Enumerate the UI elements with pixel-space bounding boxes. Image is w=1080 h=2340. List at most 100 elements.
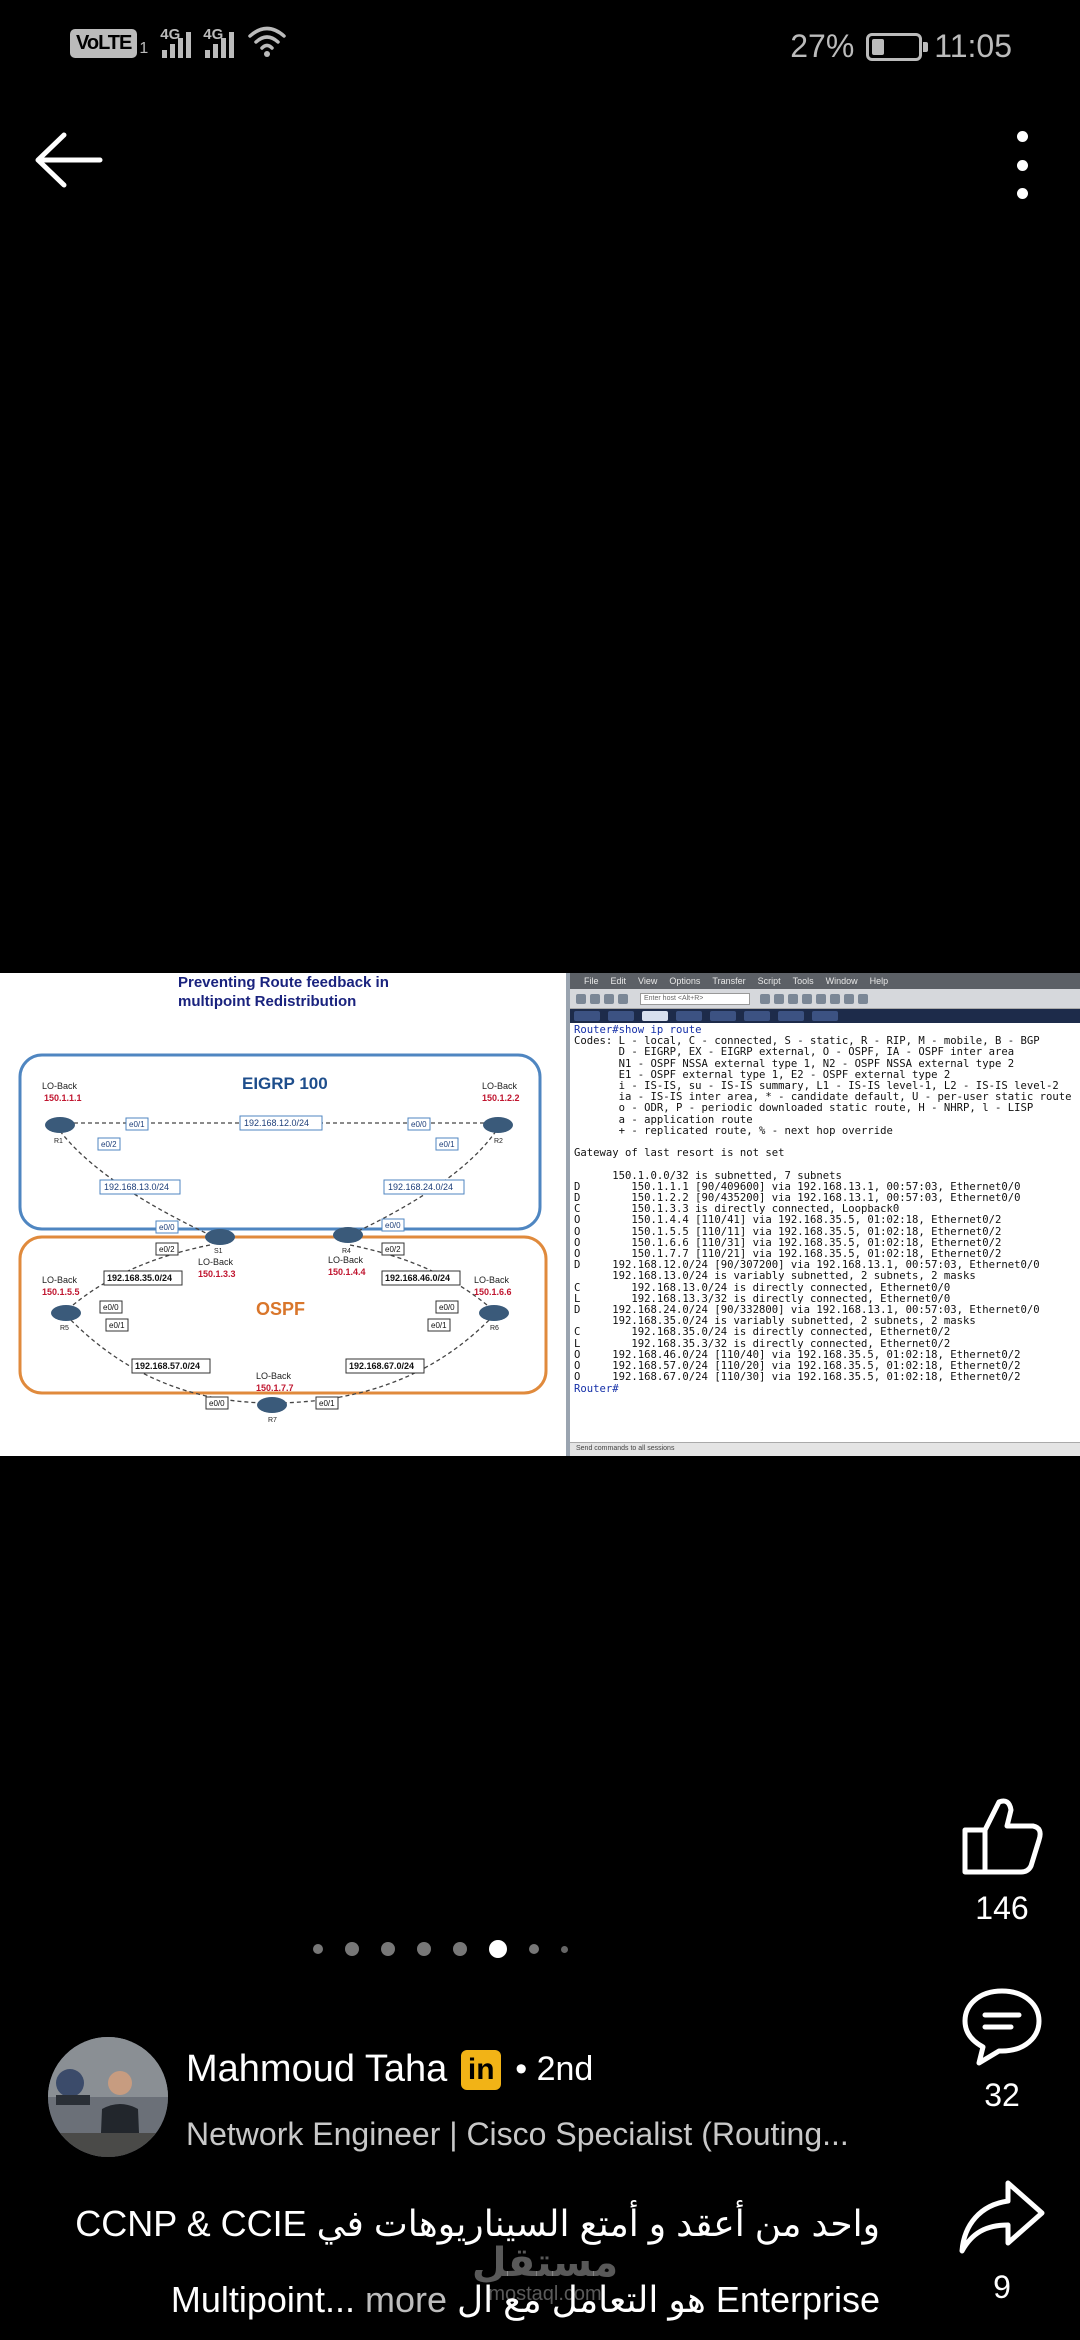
like-action[interactable]: 146 [944,1790,1060,1927]
thumbs-up-icon [962,1798,1043,1875]
svg-text:R7: R7 [268,1417,277,1424]
caption-line-2-text: Enterprise هو التعامل مع ال Multipoint..… [170,2279,880,2320]
signal-icon-2: 4G [203,26,235,58]
svg-text:R6: R6 [490,1325,499,1332]
svg-text:192.168.67.0/24: 192.168.67.0/24 [349,1361,414,1371]
terminal-line: ia - IS-IS inter area, * - candidate def… [574,1091,1072,1104]
comment-action[interactable]: 32 [944,1983,1060,2114]
author-headline: Network Engineer | Cisco Specialist (Rou… [186,2116,849,2152]
terminal-line: + - replicated route, % - next hop overr… [574,1124,893,1137]
svg-text:e0/1: e0/1 [431,1321,447,1330]
terminal-toolbar: Enter host <Alt+R> [570,989,1080,1009]
image-divider [566,973,570,1456]
svg-text:e0/0: e0/0 [439,1303,455,1312]
svg-text:S1: S1 [214,1248,223,1255]
svg-text:150.1.6.6: 150.1.6.6 [474,1287,512,1297]
network-type-2: 4G [203,26,224,43]
avatar[interactable] [48,2037,168,2157]
author-name-row[interactable]: Mahmoud Taha in • 2nd [186,2048,593,2091]
terminal-line: D 192.168.12.0/24 [90/307200] via 192.16… [574,1259,1040,1272]
svg-text:e0/0: e0/0 [103,1303,119,1312]
svg-text:e0/0: e0/0 [209,1399,225,1408]
terminal-line: Gateway of last resort is not set [574,1147,785,1160]
terminal-tabs [570,1009,1080,1023]
svg-text:LO-Back: LO-Back [482,1081,518,1091]
svg-text:192.168.57.0/24: 192.168.57.0/24 [135,1361,200,1371]
status-bar-left: VoLTE 1 4G 4G [70,24,287,58]
terminal-line: O 150.1.6.6 [110/31] via 192.168.35.5, 0… [574,1236,1002,1249]
see-more-link[interactable]: more [364,2279,447,2320]
battery-fill [872,38,885,55]
watermark-latin: mostaql.com [488,2283,602,2305]
terminal-status: Send commands to all sessions [570,1442,1080,1456]
network-diagram: Preventing Route feedback in multipoint … [0,973,566,1456]
terminal-line: D - EIGRP, EX - EIGRP external, O - OSPF… [574,1046,1015,1059]
host-input: Enter host <Alt+R> [640,993,750,1005]
connection-degree: • 2nd [515,2050,594,2088]
carousel-dot[interactable] [560,1945,568,1953]
comment-count: 32 [984,2077,1020,2113]
terminal-line: a - application route [574,1113,753,1126]
terminal-line: O 192.168.67.0/24 [110/30] via 192.168.3… [574,1371,1021,1384]
svg-text:LO-Back: LO-Back [42,1275,78,1285]
status-bar-right: 27% 11:05 [790,28,1012,65]
terminal-line: L 192.168.13.3/32 is directly connected,… [574,1292,951,1305]
mostaql-watermark: مستقل mostaql.com [470,2243,620,2306]
carousel-dot[interactable] [452,1942,467,1956]
svg-text:192.168.46.0/24: 192.168.46.0/24 [385,1273,450,1283]
menu-script: Script [757,976,781,986]
svg-text:e0/2: e0/2 [385,1245,401,1254]
carousel-dot[interactable] [416,1942,431,1956]
svg-text:150.1.2.2: 150.1.2.2 [482,1093,520,1103]
share-action[interactable]: 9 [944,2175,1060,2306]
terminal-line: D 150.1.1.1 [90/409600] via 192.168.13.1… [574,1180,1021,1193]
svg-text:192.168.13.0/24: 192.168.13.0/24 [104,1182,169,1192]
more-options-button[interactable] [992,125,1052,205]
terminal-line: E1 - OSPF external type 1, E2 - OSPF ext… [574,1068,951,1081]
arrow-left-icon [35,132,103,188]
svg-text:150.1.1.1: 150.1.1.1 [44,1093,82,1103]
terminal-line: O 192.168.46.0/24 [110/40] via 192.168.3… [574,1348,1021,1361]
carousel-dot[interactable] [312,1944,323,1954]
wifi-icon [248,26,287,57]
caption-line-1: واحد من أعقد و أمتع السيناريوهات في CCNP… [75,2203,880,2244]
post-caption[interactable]: واحد من أعقد و أمتع السيناريوهات في CCNP… [60,2186,880,2338]
svg-text:e0/0: e0/0 [411,1120,427,1129]
svg-text:LO-Back: LO-Back [198,1257,234,1267]
caption-line-2: Enterprise هو التعامل مع ال Multipoint..… [60,2262,880,2338]
svg-text:e0/0: e0/0 [159,1223,175,1232]
svg-text:150.1.4.4: 150.1.4.4 [328,1267,366,1277]
menu-options: Options [669,976,701,986]
svg-text:192.168.24.0/24: 192.168.24.0/24 [388,1182,453,1192]
svg-text:LO-Back: LO-Back [328,1255,364,1265]
diagram-title-line2: multipoint Redistribution [178,993,356,1010]
avatar-photo [48,2037,168,2157]
battery-icon [866,32,929,61]
back-button[interactable] [30,125,110,195]
svg-text:150.1.5.5: 150.1.5.5 [42,1287,80,1297]
post-image[interactable]: Preventing Route feedback in multipoint … [0,973,1080,1456]
terminal-line: o - ODR, P - periodic downloaded static … [574,1102,1034,1115]
terminal-line: O 150.1.7.7 [110/21] via 192.168.35.5, 0… [574,1248,1002,1261]
share-icon [959,2180,1045,2254]
menu-window: Window [825,976,858,986]
author-name[interactable]: Mahmoud Taha [186,2048,448,2090]
menu-help: Help [869,976,889,986]
carousel-dot[interactable] [528,1944,539,1954]
menu-file: File [584,976,599,986]
carousel-dot[interactable] [380,1942,395,1956]
terminal-line: C 150.1.3.3 is directly connected, Loopb… [574,1203,900,1216]
signal-icon-1: 4G [160,26,192,58]
terminal-line: O 150.1.5.5 [110/11] via 192.168.35.5, 0… [574,1225,1002,1238]
svg-text:e0/2: e0/2 [101,1140,117,1149]
sim-number: 1 [139,40,149,57]
status-bar: VoLTE 1 4G 4G 27% 11:05 [0,0,1080,90]
carousel-dots [0,1940,980,1958]
menu-edit: Edit [610,976,627,986]
svg-text:e0/1: e0/1 [129,1120,145,1129]
carousel-dot-active[interactable] [488,1940,507,1958]
carousel-dot[interactable] [344,1942,359,1956]
svg-text:LO-Back: LO-Back [42,1081,78,1091]
svg-text:R4: R4 [342,1248,351,1255]
